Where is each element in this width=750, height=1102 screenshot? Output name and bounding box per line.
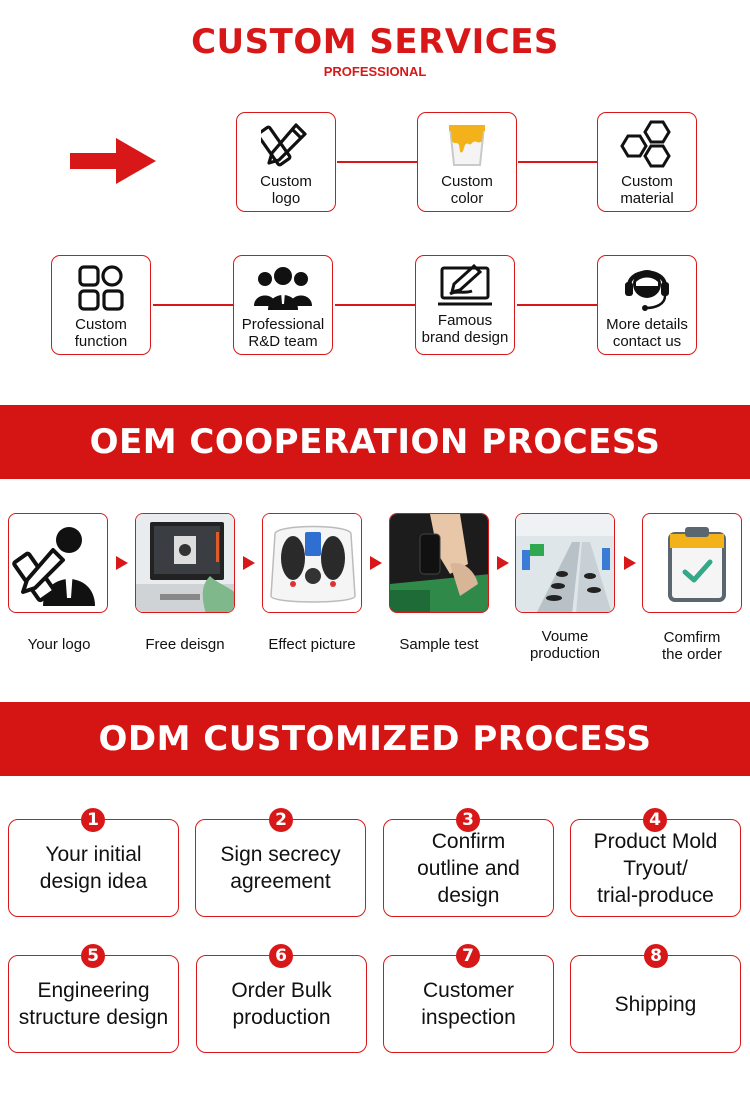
- connector-line: [518, 161, 597, 163]
- step-arrow-icon: [243, 556, 255, 570]
- step-confirm-order-image: [642, 513, 742, 613]
- odm-step-box: Engineering structure design: [8, 955, 179, 1053]
- connector-line: [335, 304, 415, 306]
- service-custom-function: Custom function: [51, 255, 151, 355]
- odm-step-label: Shipping: [614, 992, 697, 1016]
- step-number-badge: 8: [644, 944, 668, 968]
- step-arrow-icon: [624, 556, 636, 570]
- service-label: Custom color: [441, 173, 493, 207]
- step-effect-picture-image: [262, 513, 362, 613]
- step-arrow-icon: [116, 556, 128, 570]
- service-custom-logo: Custom logo: [236, 112, 336, 212]
- service-label: More details contact us: [606, 316, 688, 350]
- hexagons-icon: [620, 120, 671, 168]
- step-production-image: [515, 513, 615, 613]
- team-icon: [254, 267, 312, 310]
- odm-step-box: Shipping: [570, 955, 741, 1053]
- service-label: Custom logo: [260, 173, 312, 207]
- paint-bucket-icon: [448, 125, 486, 166]
- service-brand-design: Famous brand design: [415, 255, 515, 355]
- odm-step-box: Order Bulk production: [196, 955, 367, 1053]
- service-label: Custom function: [74, 316, 128, 350]
- service-rd-team: Professional R&D team: [233, 255, 333, 355]
- odm-step-label: Sign secrecy agreement: [220, 843, 341, 893]
- headset-icon: [625, 270, 669, 311]
- step-label: Your logo: [27, 636, 91, 653]
- service-contact-us: More details contact us: [597, 255, 697, 355]
- odm-step-box: Customer inspection: [383, 955, 554, 1053]
- odm-step-box: Your initial design idea: [8, 819, 179, 917]
- step-number-badge: 6: [269, 944, 293, 968]
- step-label: Voume production: [529, 628, 601, 662]
- oem-banner-title: OEM COOPERATION PROCESS: [0, 405, 750, 479]
- connector-line: [517, 304, 597, 306]
- page-subtitle: PROFESSIONAL: [323, 64, 427, 79]
- step-number-badge: 3: [456, 808, 480, 832]
- connector-line: [153, 304, 233, 306]
- connector-line: [337, 161, 417, 163]
- service-custom-color: Custom color: [417, 112, 517, 212]
- odm-step-label: Engineering structure design: [18, 979, 169, 1029]
- step-label: Comfirm the order: [661, 629, 723, 663]
- step-your-logo-image: [8, 513, 108, 613]
- odm-banner-title: ODM CUSTOMIZED PROCESS: [0, 702, 750, 776]
- step-number-badge: 7: [456, 944, 480, 968]
- step-number-badge: 2: [269, 808, 293, 832]
- step-free-design-image: [135, 513, 235, 613]
- step-number-badge: 5: [81, 944, 105, 968]
- service-label: Professional R&D team: [241, 316, 325, 350]
- step-number-badge: 4: [643, 808, 667, 832]
- service-label: Famous brand design: [421, 312, 509, 346]
- service-custom-material: Custom material: [597, 112, 697, 212]
- design-screen-icon: [438, 264, 492, 306]
- grid-icon: [78, 265, 124, 311]
- pencil-ruler-icon: [261, 123, 307, 167]
- odm-step-box: Product Mold Tryout/ trial-produce: [570, 819, 741, 917]
- odm-step-label: Order Bulk production: [231, 979, 332, 1029]
- step-sample-test-image: [389, 513, 489, 613]
- step-label: Sample test: [399, 636, 479, 653]
- step-label: Effect picture: [268, 636, 356, 653]
- odm-step-box: Sign secrecy agreement: [195, 819, 366, 917]
- odm-step-label: Your initial design idea: [39, 843, 148, 893]
- odm-step-label: Customer inspection: [421, 979, 516, 1029]
- step-number-badge: 1: [81, 808, 105, 832]
- step-label: Free deisgn: [145, 636, 225, 653]
- odm-step-label: Product Mold Tryout/ trial-produce: [593, 829, 718, 907]
- page-title: CUSTOM SERVICES: [191, 22, 559, 62]
- arrow-right-icon: [70, 138, 156, 184]
- odm-step-box: Confirm outline and design: [383, 819, 554, 917]
- odm-step-label: Confirm outline and design: [417, 829, 520, 907]
- step-arrow-icon: [497, 556, 509, 570]
- step-arrow-icon: [370, 556, 382, 570]
- service-label: Custom material: [620, 173, 674, 207]
